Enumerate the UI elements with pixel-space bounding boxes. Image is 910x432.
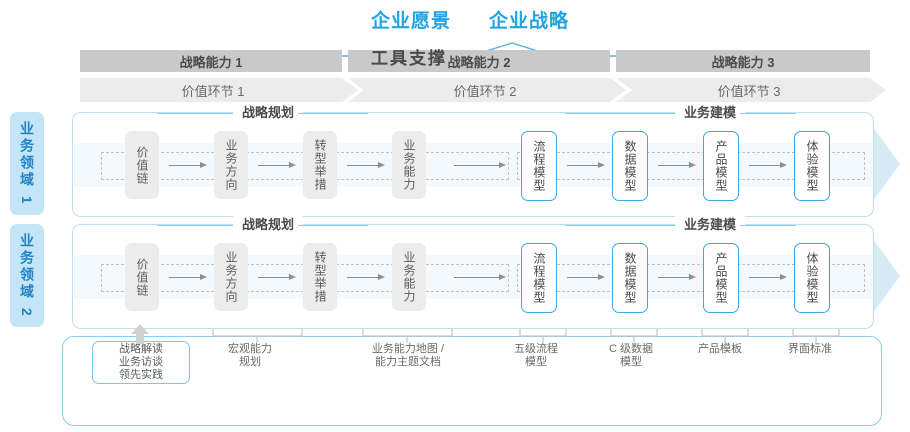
node-label: 转型举措 — [313, 251, 327, 303]
node-label: 流程模型 — [532, 252, 546, 304]
node-label: 数据模型 — [623, 140, 637, 192]
node-label: 价值链 — [135, 145, 149, 185]
value-chevron-3-label: 价值环节 3 — [717, 83, 781, 99]
node-business-direction-2[interactable]: 业务方向 — [214, 243, 248, 311]
arrow-2-3 — [347, 274, 385, 281]
section-rule-right-4 — [740, 225, 796, 226]
capability-band-2-label: 战略能力 2 — [447, 54, 511, 70]
section-title-modeling-1: 业务建模 — [675, 104, 746, 122]
node-product-model-1[interactable]: 产品模型 — [703, 131, 739, 201]
tool-note-macro-capability: 宏观能力 规划 — [228, 343, 272, 368]
value-chevron-1: 价值环节 1 — [80, 78, 358, 102]
node-data-model-1[interactable]: 数据模型 — [612, 131, 648, 201]
node-label: 产品模型 — [714, 252, 728, 304]
node-value-chain-1[interactable]: 价值链 — [125, 131, 159, 199]
tool-note-c-level-data: C 级数据 模型 — [609, 343, 653, 368]
node-label: 业务方向 — [224, 139, 238, 191]
node-label: 流程模型 — [532, 140, 546, 192]
domain-row-1: 战略规划 业务建模 价值链 业务方向 转型举措 业务能力 — [72, 104, 874, 217]
node-label: 体验模型 — [805, 140, 819, 192]
section-title-modeling-2: 业务建模 — [675, 216, 746, 234]
value-chevron-2: 价值环节 2 — [348, 78, 626, 102]
node-label: 业务能力 — [402, 251, 416, 303]
node-label: 业务能力 — [402, 139, 416, 191]
node-label: 数据模型 — [623, 252, 637, 304]
node-business-capability-1[interactable]: 业务能力 — [392, 131, 426, 199]
node-business-direction-1[interactable]: 业务方向 — [214, 131, 248, 199]
node-product-model-2[interactable]: 产品模型 — [703, 243, 739, 313]
arrow-2-4 — [454, 274, 506, 281]
arrow-2-5 — [567, 274, 605, 281]
capability-band-2: 战略能力 2 — [348, 50, 610, 72]
tool-note-ui-standard: 界面标准 — [788, 343, 832, 355]
tools-support-frame — [62, 336, 882, 426]
tools-support-title: 工具支撑 — [371, 49, 447, 68]
node-process-model-1[interactable]: 流程模型 — [521, 131, 557, 201]
tool-note-capability-map: 业务能力地图 / 能力主题文档 — [371, 343, 445, 368]
section-rule-right-3 — [298, 225, 368, 226]
node-transformation-measures-1[interactable]: 转型举措 — [303, 131, 337, 199]
arrow-2-1 — [169, 274, 207, 281]
node-label: 价值链 — [135, 257, 149, 297]
arrow-1-4 — [454, 162, 506, 169]
domain-row-2: 战略规划 业务建模 价值链 业务方向 转型举措 业务能力 — [72, 216, 874, 329]
node-transformation-measures-2[interactable]: 转型举措 — [303, 243, 337, 311]
tool-note-product-template: 产品模板 — [698, 343, 742, 355]
arrow-1-6 — [658, 162, 696, 169]
domain-label-1-text: 业务领域 1 — [19, 120, 35, 207]
arrow-1-5 — [567, 162, 605, 169]
section-rule-left-3 — [157, 225, 233, 226]
section-rule-left-1 — [157, 113, 233, 114]
capability-band-3-label: 战略能力 3 — [711, 54, 775, 70]
arrow-1-7 — [749, 162, 787, 169]
capability-band-1: 战略能力 1 — [80, 50, 342, 72]
arrow-1-3 — [347, 162, 385, 169]
section-rule-left-4 — [565, 225, 675, 226]
tool-box-strategy-interpretation[interactable]: 战略解读 业务访谈 领先实践 — [92, 341, 190, 384]
domain-label-2: 业务领域 2 — [10, 224, 44, 327]
vision-title-row: 企业愿景 企业战略 — [0, 4, 910, 38]
arrow-1-2 — [258, 162, 296, 169]
section-rule-right-1 — [298, 113, 368, 114]
node-label: 产品模型 — [714, 140, 728, 192]
node-label: 业务方向 — [224, 251, 238, 303]
enterprise-strategy-title: 企业战略 — [489, 11, 570, 32]
node-business-capability-2[interactable]: 业务能力 — [392, 243, 426, 311]
arrow-2-2 — [258, 274, 296, 281]
capability-band-3: 战略能力 3 — [616, 50, 870, 72]
arrow-2-7 — [749, 274, 787, 281]
node-value-chain-2[interactable]: 价值链 — [125, 243, 159, 311]
node-data-model-2[interactable]: 数据模型 — [612, 243, 648, 313]
value-chevron-1-label: 价值环节 1 — [181, 83, 245, 99]
flow-track-modeling-2 — [517, 264, 865, 292]
section-rule-left-2 — [565, 113, 675, 114]
value-chevron-3: 价值环节 3 — [616, 78, 886, 102]
arrow-2-6 — [658, 274, 696, 281]
capability-band-1-label: 战略能力 1 — [179, 54, 243, 70]
node-label: 转型举措 — [313, 139, 327, 191]
node-label: 体验模型 — [805, 252, 819, 304]
enterprise-vision-title: 企业愿景 — [371, 11, 452, 32]
node-experience-model-2[interactable]: 体验模型 — [794, 243, 830, 313]
section-title-planning-1: 战略规划 — [233, 104, 304, 122]
domain-label-2-text: 业务领域 2 — [19, 232, 35, 319]
section-title-planning-2: 战略规划 — [233, 216, 304, 234]
value-chevron-2-label: 价值环节 2 — [453, 83, 517, 99]
tool-note-five-level-process: 五级流程 模型 — [514, 343, 558, 368]
node-experience-model-1[interactable]: 体验模型 — [794, 131, 830, 201]
flow-track-modeling-1 — [517, 152, 865, 180]
node-process-model-2[interactable]: 流程模型 — [521, 243, 557, 313]
domain-label-1: 业务领域 1 — [10, 112, 44, 215]
section-rule-right-2 — [740, 113, 796, 114]
arrow-1-1 — [169, 162, 207, 169]
